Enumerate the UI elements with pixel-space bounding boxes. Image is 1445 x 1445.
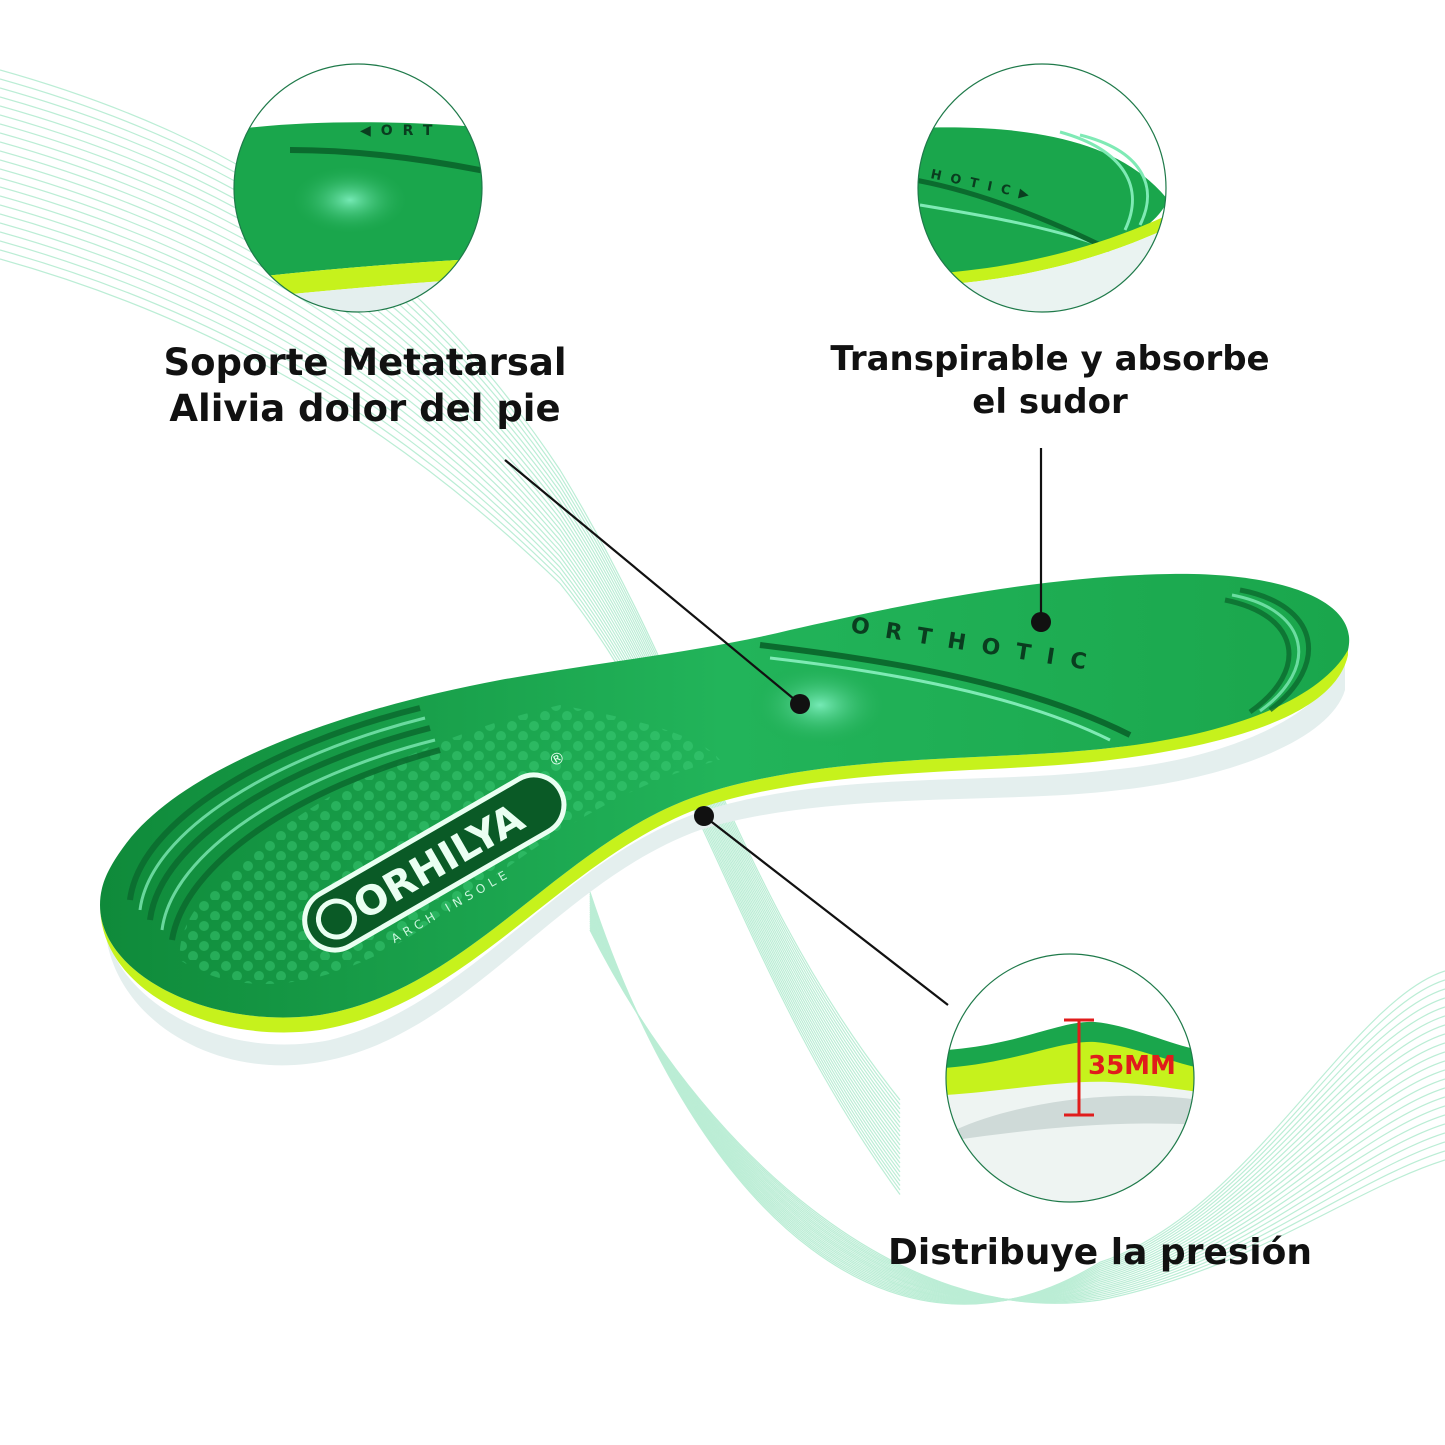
- wave-line: [0, 87, 901, 1110]
- wave-line: [0, 258, 901, 1195]
- metatarsal-pointer-dot: [790, 694, 810, 714]
- wave-line: [0, 150, 901, 1141]
- wave-line: [0, 114, 901, 1123]
- wave-line: [0, 105, 901, 1119]
- wave-line: [0, 141, 901, 1137]
- wave-line: [0, 96, 901, 1114]
- callout-metatarsal-line2: Alivia dolor del pie: [169, 387, 561, 431]
- insole: ORTHOTIC ORHILYA ® ARCH INSOLE: [100, 573, 1350, 1066]
- wave-line: [589, 893, 1445, 1304]
- callout-metatarsal-support: Soporte Metatarsal Alivia dolor del pie: [140, 340, 590, 433]
- zoom-circle-pressure: 35MM: [945, 953, 1195, 1203]
- wave-line: [0, 159, 901, 1146]
- wave-line: [0, 204, 901, 1168]
- wave-line: [0, 213, 901, 1173]
- callout-pressure-distribution: Distribuye la presión: [850, 1230, 1350, 1275]
- callout-metatarsal-line1: Soporte Metatarsal: [163, 341, 567, 384]
- wave-line: [0, 132, 901, 1132]
- zoom-circle-breathable: HOTIC▶: [917, 63, 1167, 313]
- wave-line: [0, 195, 901, 1164]
- callout-pressure-line1: Distribuye la presión: [887, 1232, 1312, 1273]
- metatarsal-pad: [750, 663, 890, 747]
- breathable-pointer-dot: [1031, 612, 1051, 632]
- wave-line: [0, 222, 901, 1177]
- callout-pointers: [504, 448, 1043, 1006]
- wave-line: [0, 123, 901, 1128]
- wave-line: [0, 249, 901, 1191]
- height-indicator: [1064, 1018, 1094, 1117]
- zoom-circle-metatarsal: ◀ORT: [233, 63, 483, 313]
- wave-line: [589, 892, 1445, 1305]
- callout-breathable: Transpirable y absorbe el sudor: [805, 338, 1295, 423]
- wave-line: [0, 78, 901, 1105]
- callout-breathable-line2: el sudor: [972, 381, 1128, 422]
- wave-line: [0, 69, 901, 1101]
- wave-line: [0, 168, 901, 1150]
- pressure-pointer-dot: [694, 806, 714, 826]
- background-wave-lines: [0, 69, 1445, 1305]
- callout-breathable-line1: Transpirable y absorbe: [830, 339, 1270, 379]
- height-badge: 35MM: [1088, 1051, 1176, 1081]
- svg-text:◀ORT: ◀ORT: [360, 123, 442, 139]
- wave-line: [0, 240, 901, 1186]
- wave-line: [0, 231, 901, 1182]
- wave-line: [0, 186, 901, 1159]
- wave-line: [0, 177, 901, 1155]
